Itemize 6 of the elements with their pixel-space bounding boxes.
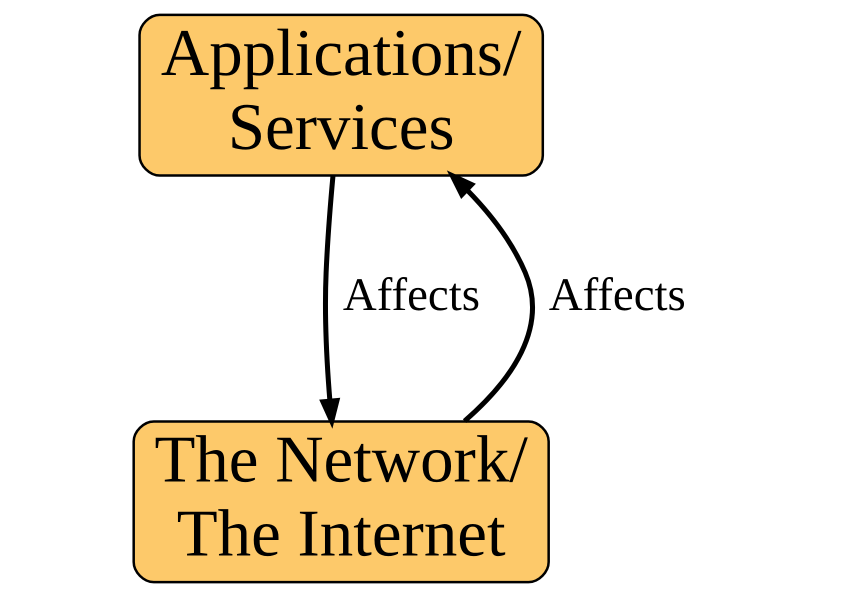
arrow — [446, 170, 535, 423]
edge-label: Affects — [548, 269, 686, 322]
node-box: The Network/ The Internet — [132, 420, 550, 584]
node-box: Applications/ Services — [138, 14, 544, 177]
edge-label: Affects — [342, 269, 480, 322]
arrow — [319, 176, 340, 429]
